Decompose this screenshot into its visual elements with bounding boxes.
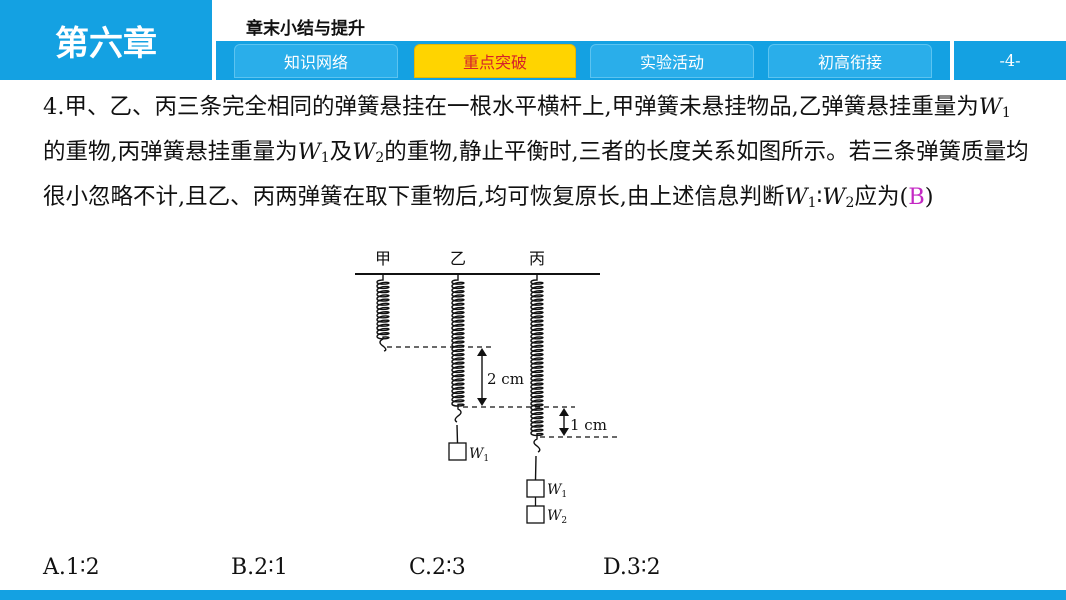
option-d[interactable]: D.3∶2: [603, 555, 661, 580]
bottom-bar: [0, 590, 1066, 600]
weight-w1-bing: [526, 479, 545, 498]
tab-bridge[interactable]: 初高衔接: [768, 44, 932, 78]
tab-knowledge-network[interactable]: 知识网络: [234, 44, 398, 78]
label-bing: 丙: [529, 249, 545, 268]
spring-bing: [530, 274, 544, 481]
tab-experiments[interactable]: 实验活动: [590, 44, 754, 78]
option-b[interactable]: B.2∶1: [231, 555, 288, 580]
weight-w2-bing: [526, 505, 545, 524]
option-c[interactable]: C.2∶3: [409, 555, 466, 580]
tab-key-points[interactable]: 重点突破: [414, 44, 576, 78]
section-title: 章末小结与提升: [246, 19, 365, 39]
svg-text:W1: W1: [469, 446, 489, 464]
page-number: -4-: [954, 41, 1066, 80]
answer-text: B: [908, 184, 925, 210]
spring-figure: 甲 乙 丙 2 cm 1 cm W1 W1 W2: [355, 249, 620, 526]
dim-1cm: 1 cm: [570, 416, 607, 434]
option-a[interactable]: A.1∶2: [43, 555, 100, 580]
svg-text:W1: W1: [547, 482, 567, 500]
question-text: 4.甲、乙、丙三条完全相同的弹簧悬挂在一根水平横杆上,甲弹簧未悬挂物品,乙弹簧悬…: [43, 94, 1029, 211]
spring-jia: [376, 274, 390, 352]
svg-text:W2: W2: [547, 508, 567, 526]
weight-w1-yi: [448, 442, 467, 461]
dim-2cm: 2 cm: [487, 370, 524, 388]
chapter-title: 第六章: [0, 0, 212, 80]
label-jia: 甲: [375, 249, 391, 268]
label-yi: 乙: [450, 249, 466, 268]
spring-yi: [451, 274, 465, 444]
